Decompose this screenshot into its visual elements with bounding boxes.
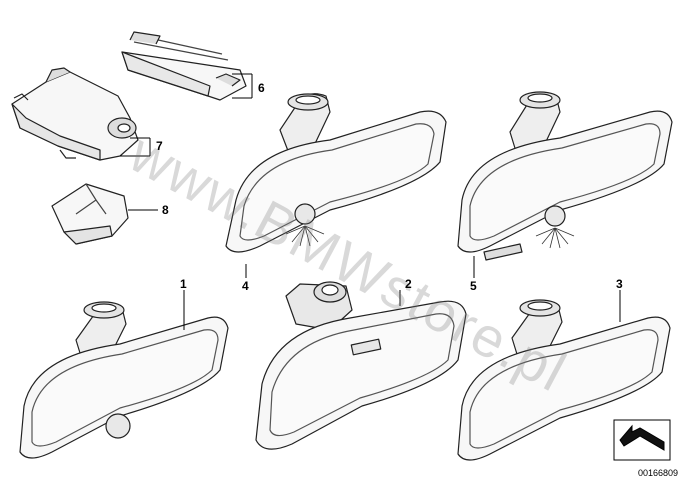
callout-4: 4 <box>242 279 249 293</box>
mirror-part-4 <box>225 93 447 253</box>
bracket-part-8 <box>51 183 129 245</box>
callout-3: 3 <box>616 277 623 291</box>
leader-lines <box>120 73 621 330</box>
mirror-part-5 <box>457 91 673 261</box>
callout-2: 2 <box>405 277 412 291</box>
mirror-part-3 <box>457 299 671 461</box>
mirror-part-1 <box>19 301 229 459</box>
callout-8: 8 <box>162 203 169 217</box>
callout-5: 5 <box>470 279 477 293</box>
cover-part-6 <box>121 31 247 101</box>
arrow-back-icon[interactable] <box>613 419 671 461</box>
callout-7: 7 <box>156 139 163 153</box>
sensor-rays <box>285 225 575 249</box>
mirror-part-2 <box>255 281 467 450</box>
cover-part-7 <box>11 67 139 161</box>
callout-1: 1 <box>180 277 187 291</box>
callout-6: 6 <box>258 81 265 95</box>
catalog-number: 00166809 <box>637 468 678 478</box>
